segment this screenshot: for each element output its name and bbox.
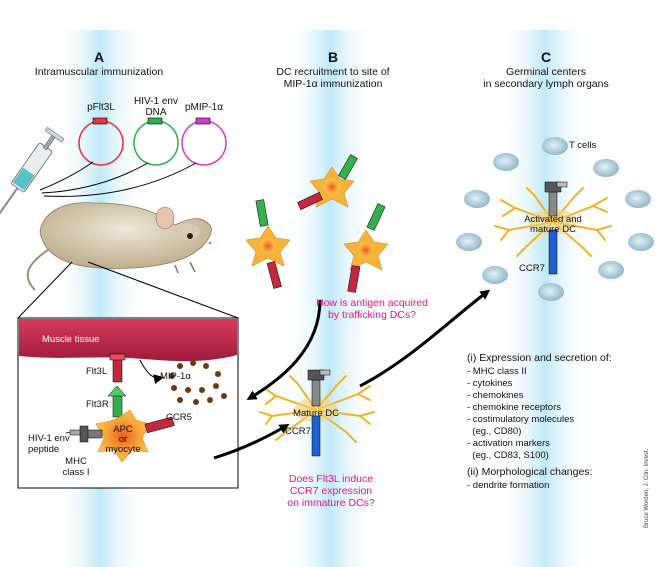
mouse-icon: [26, 202, 212, 291]
activated-dc-line2: mature DC: [530, 224, 576, 235]
plasmid-mip-icon: [181, 117, 227, 166]
muscle-tissue-label: Muscle tissue: [42, 334, 100, 345]
ccr5-receptor: [144, 416, 175, 434]
expression-heading: (i) Expression and secretion of:: [467, 352, 612, 364]
mip-dots: [169, 360, 227, 405]
syringe-icon: [0, 127, 65, 219]
panel-c-title-line2: in secondary lymph organs: [483, 78, 609, 90]
ccr7-label-c: CCR7: [519, 263, 545, 274]
t-cell-icon: [482, 266, 508, 284]
list-item: - cytokines: [467, 378, 513, 389]
plasmid-mip-label: pMIP-1α: [184, 102, 224, 113]
mhc-label-line1: MHC: [65, 456, 87, 467]
t-cell-icon: [538, 283, 564, 301]
panel-c-letter: C: [540, 49, 552, 65]
panel-a-title: Intramuscular immunization: [34, 66, 164, 78]
flt3l-label: Flt3L: [86, 366, 108, 377]
question-1-line2: by trafficking DCs?: [328, 309, 416, 321]
t-cell-icon: [493, 153, 519, 171]
question-1-line1: How is antigen acquired: [315, 297, 429, 309]
flt3r-head: [107, 385, 127, 397]
apc-label-line1: APC: [113, 424, 133, 435]
zoom-line-left: [17, 261, 73, 319]
list-item: (eg., CD83, S100): [467, 450, 549, 461]
arrow-b-to-c: [359, 289, 491, 388]
panel-a-letter: A: [93, 49, 105, 65]
mhc-molecule-icon: [69, 425, 103, 443]
apc-label-line3: myocyte: [105, 444, 141, 455]
plasmid-line-2: [41, 162, 149, 194]
peptide-pointer: [65, 431, 71, 434]
zoom-line-right: [87, 261, 239, 319]
dendritic-cell-left: [245, 199, 291, 289]
column-glow-b: [285, 30, 375, 567]
plasmid-line-3: [43, 162, 197, 197]
panel-c-title-line1: Germinal centers: [506, 66, 586, 78]
t-cell-icon: [598, 261, 624, 279]
plasmid-line-1: [39, 161, 94, 191]
plasmid-flt3l-icon: [78, 117, 124, 166]
arrow-b-to-a: [246, 299, 322, 401]
plasmid-env-label-line1: HIV-1 env: [134, 96, 178, 107]
t-cell-icon: [628, 233, 654, 251]
panel-b-title-line1: DC recruitment to site of: [276, 66, 390, 78]
list-item: - MHC class II: [467, 366, 527, 377]
t-cell-icon: [542, 137, 568, 155]
t-cell-cluster: [456, 137, 654, 301]
list-item: - dendrite formation: [467, 480, 550, 491]
panel-b-title-line2: MIP-1α immunization: [283, 78, 383, 90]
question-2-line2: CCR7 expression: [289, 485, 373, 497]
list-item: - costimulatory molecules: [467, 414, 575, 425]
panel-b-letter: B: [327, 49, 339, 65]
activated-dc-line1: Activated and: [524, 214, 582, 225]
t-cells-label: T cells: [569, 140, 597, 151]
flt3l-block: [109, 353, 126, 361]
list-item: (eg., CD80): [467, 426, 522, 437]
mature-dc-label: Mature DC: [293, 408, 339, 419]
plasmid-env-icon: [133, 117, 179, 166]
ccr5-label: CCR5: [166, 412, 192, 423]
mature-dc-c: [494, 181, 612, 275]
plasmid-flt3l-label: pFlt3L: [87, 102, 115, 113]
apc-cell: [95, 409, 151, 463]
ccr7-label-b: CCR7: [285, 426, 311, 437]
list-item: - chemokine receptors: [467, 402, 561, 413]
t-cell-icon: [625, 190, 651, 208]
muscle-tissue-band: [19, 319, 237, 362]
flt3r-label: Flt3R: [86, 399, 109, 410]
hiv-peptide-label-line1: HIV-1 env: [28, 433, 70, 444]
list-item: - activation markers: [467, 438, 550, 449]
morphology-heading: (ii) Morphological changes:: [467, 466, 593, 478]
question-2-line3: on immature DCs?: [287, 497, 375, 509]
question-2-line1: Does Flt3L induce: [288, 473, 374, 485]
mhc-label-line2: class I: [62, 467, 90, 478]
hiv-peptide-label-line2: peptide: [28, 444, 60, 455]
t-cell-icon: [464, 190, 490, 208]
plasmid-env-label-line2: DNA: [145, 107, 167, 118]
arrow-a-to-b: [213, 423, 290, 460]
t-cell-icon: [456, 233, 482, 251]
mip-label: MIP-1α: [160, 371, 191, 382]
apc-label-line2: or: [118, 434, 128, 445]
list-item: - chemokines: [467, 390, 524, 401]
mip-arrow: [139, 359, 164, 385]
t-cell-icon: [593, 159, 619, 177]
image-credit: Bruce Worden, J. Clin. Invest.: [644, 448, 650, 528]
mature-dc-b: [259, 369, 375, 457]
dendritic-cell-right: [343, 203, 389, 293]
flt3r-stalk: [112, 394, 123, 418]
dendritic-cell-top: [297, 154, 358, 211]
